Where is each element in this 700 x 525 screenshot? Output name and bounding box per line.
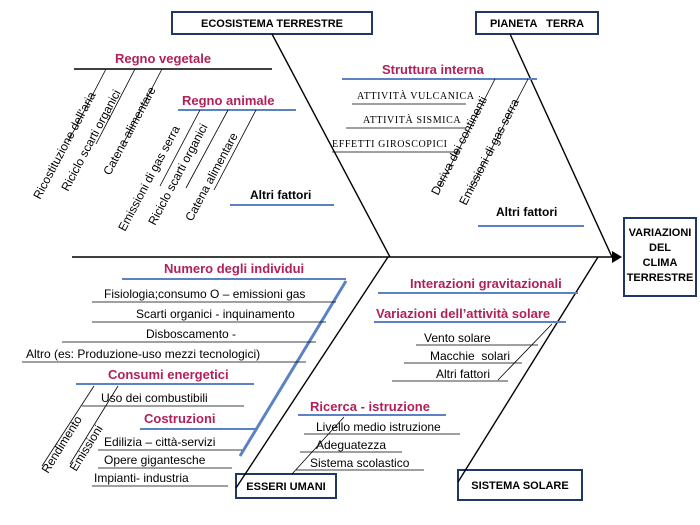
label-regno-animale: Regno animale bbox=[182, 93, 274, 108]
label-regno-vegetale: Regno vegetale bbox=[115, 51, 211, 66]
diag-ani-1 bbox=[159, 109, 201, 187]
diag-rendimento bbox=[41, 385, 95, 467]
consumi-item-1: Uso dei combustibili bbox=[101, 391, 208, 405]
diag-veg-3 bbox=[121, 68, 163, 147]
numero-item-3: Disboscamento - bbox=[146, 327, 236, 341]
struttura-item-3: EFFETTI GIROSCOPICI bbox=[332, 139, 448, 150]
box-ecosistema-label: ECOSISTEMA TERRESTRE bbox=[201, 18, 343, 30]
label-consumi-energetici: Consumi energetici bbox=[108, 367, 229, 382]
label-numero-individui: Numero degli individui bbox=[164, 261, 304, 276]
diag-attivita bbox=[497, 323, 553, 381]
attivita-item-2: Macchie solari bbox=[430, 349, 510, 363]
numero-item-2: Scarti organici - inquinamento bbox=[136, 307, 295, 321]
box-esseri-umani: ESSERI UMANI bbox=[235, 473, 337, 499]
bone-esseri bbox=[235, 256, 389, 489]
effect-line-3: CLIMA bbox=[643, 257, 678, 269]
attivita-item-3: Altri fattori bbox=[436, 367, 490, 381]
diag-ani-2 bbox=[185, 109, 229, 189]
box-esseri-label: ESSERI UMANI bbox=[246, 481, 325, 493]
label-interazioni: Interazioni gravitazionali bbox=[410, 276, 562, 291]
diag-blue-big bbox=[238, 280, 348, 457]
spine-arrowhead bbox=[612, 251, 622, 263]
bone-sistema bbox=[457, 256, 599, 483]
attivita-item-1: Vento solare bbox=[424, 331, 491, 345]
costruzioni-item-1: Edilizia – città-servizi bbox=[104, 435, 215, 449]
label-costruzioni: Costruzioni bbox=[144, 411, 216, 426]
box-sistema-label: SISTEMA SOLARE bbox=[471, 480, 568, 492]
box-sistema-solare: SISTEMA SOLARE bbox=[457, 469, 583, 501]
numero-item-1: Fisiologia;consumo O – emissioni gas bbox=[104, 287, 305, 301]
diag-ani-3 bbox=[213, 109, 257, 191]
ricerca-item-2: Adeguatezza bbox=[316, 438, 386, 452]
struttura-item-1: ATTIVITÀ VULCANICA bbox=[357, 90, 475, 102]
box-ecosistema-terrestre: ECOSISTEMA TERRESTRE bbox=[171, 11, 373, 35]
ricerca-item-3: Sistema scolastico bbox=[310, 456, 410, 470]
diag-veg-1 bbox=[67, 68, 107, 143]
label-ricerca: Ricerca - istruzione bbox=[310, 399, 430, 414]
diag-emissioni-pianeta bbox=[469, 78, 529, 191]
bone-ecosistema bbox=[271, 33, 391, 258]
label-struttura-interna: Struttura interna bbox=[382, 62, 485, 77]
costruzioni-item-3: Impianti- industria bbox=[94, 471, 189, 485]
struttura-item-2: ATTIVITÀ SISMICA bbox=[363, 114, 461, 126]
label-attivita-solare: Variazioni dell’attività solare bbox=[376, 306, 550, 321]
pianeta-diag-item-2: Emissioni di gas serra bbox=[456, 96, 522, 207]
ricerca-item-1: Livello medio istruzione bbox=[316, 420, 441, 434]
numero-item-4: Altro (es: Produzione-uso mezzi tecnolog… bbox=[26, 347, 260, 361]
effect-line-1: VARIAZIONI bbox=[629, 227, 692, 239]
box-pianeta-terra: PIANETA TERRA bbox=[475, 11, 599, 35]
box-effect: VARIAZIONI DEL CLIMA TERRESTRE bbox=[623, 217, 697, 297]
label-altri-pianeta: Altri fattori bbox=[496, 205, 557, 219]
costruzioni-item-2: Opere gigantesche bbox=[104, 453, 206, 467]
bone-pianeta bbox=[509, 33, 613, 258]
effect-line-2: DEL bbox=[649, 242, 671, 254]
label-altri-ecosistema: Altri fattori bbox=[250, 188, 311, 202]
effect-line-4: TERRESTRE bbox=[627, 272, 694, 284]
diag-deriva bbox=[439, 78, 496, 187]
box-pianeta-label: PIANETA TERRA bbox=[490, 18, 584, 30]
diag-veg-2 bbox=[95, 68, 136, 145]
diag-emissioni-esseri bbox=[69, 385, 119, 465]
diag-ricerca bbox=[291, 416, 345, 475]
